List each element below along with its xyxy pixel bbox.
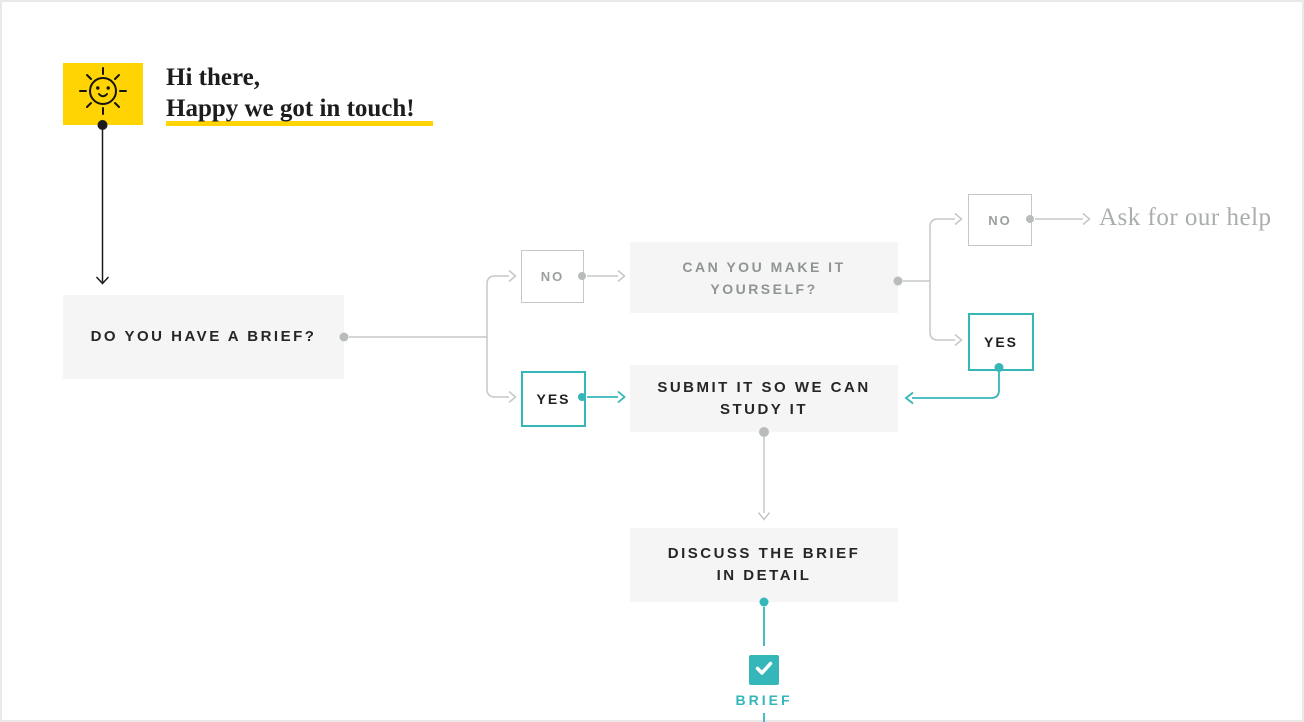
page-title: Hi there, Happy we got in touch! bbox=[166, 62, 415, 124]
decision-label: NO bbox=[540, 269, 565, 284]
greeting-tile bbox=[63, 63, 143, 125]
node-can-you-make-it-yourself: CAN YOU MAKE IT YOURSELF? bbox=[630, 242, 898, 313]
node-line-1: DISCUSS THE BRIEF bbox=[667, 545, 861, 562]
headline-underline bbox=[166, 121, 433, 126]
node-line-2: STUDY IT bbox=[719, 400, 809, 418]
ask-for-help-text: Ask for our help bbox=[1099, 204, 1272, 231]
node-line-1: SUBMIT IT SO WE CAN bbox=[657, 378, 871, 396]
decision-no-button[interactable]: NO bbox=[521, 250, 584, 303]
greeting-line-2: Happy we got in touch! bbox=[166, 95, 415, 122]
node-line-1: CAN YOU MAKE IT bbox=[682, 258, 846, 275]
decision-label: YES bbox=[536, 391, 571, 407]
decision-label: YES bbox=[983, 334, 1018, 350]
decision-yes2-button[interactable]: YES bbox=[968, 313, 1034, 371]
node-line-2: YOURSELF? bbox=[710, 280, 818, 297]
node-line-2: IN DETAIL bbox=[716, 567, 812, 584]
decision-label: NO bbox=[988, 212, 1012, 228]
node-label: DO YOU HAVE A BRIEF? bbox=[90, 328, 317, 345]
brief-checkbox[interactable] bbox=[749, 655, 779, 685]
checkmark-icon bbox=[749, 653, 779, 688]
greeting-line-1: Hi there, bbox=[166, 64, 260, 91]
node-submit-it: SUBMIT IT SO WE CAN STUDY IT bbox=[630, 365, 898, 432]
smiling-sun-icon bbox=[63, 61, 143, 128]
decision-yes-button[interactable]: YES bbox=[521, 371, 586, 427]
decision-no2-button[interactable]: NO bbox=[968, 194, 1032, 246]
node-discuss-brief: DISCUSS THE BRIEF IN DETAIL bbox=[630, 528, 898, 602]
brief-label: BRIEF bbox=[735, 692, 793, 708]
node-do-you-have-a-brief: DO YOU HAVE A BRIEF? bbox=[63, 295, 344, 379]
